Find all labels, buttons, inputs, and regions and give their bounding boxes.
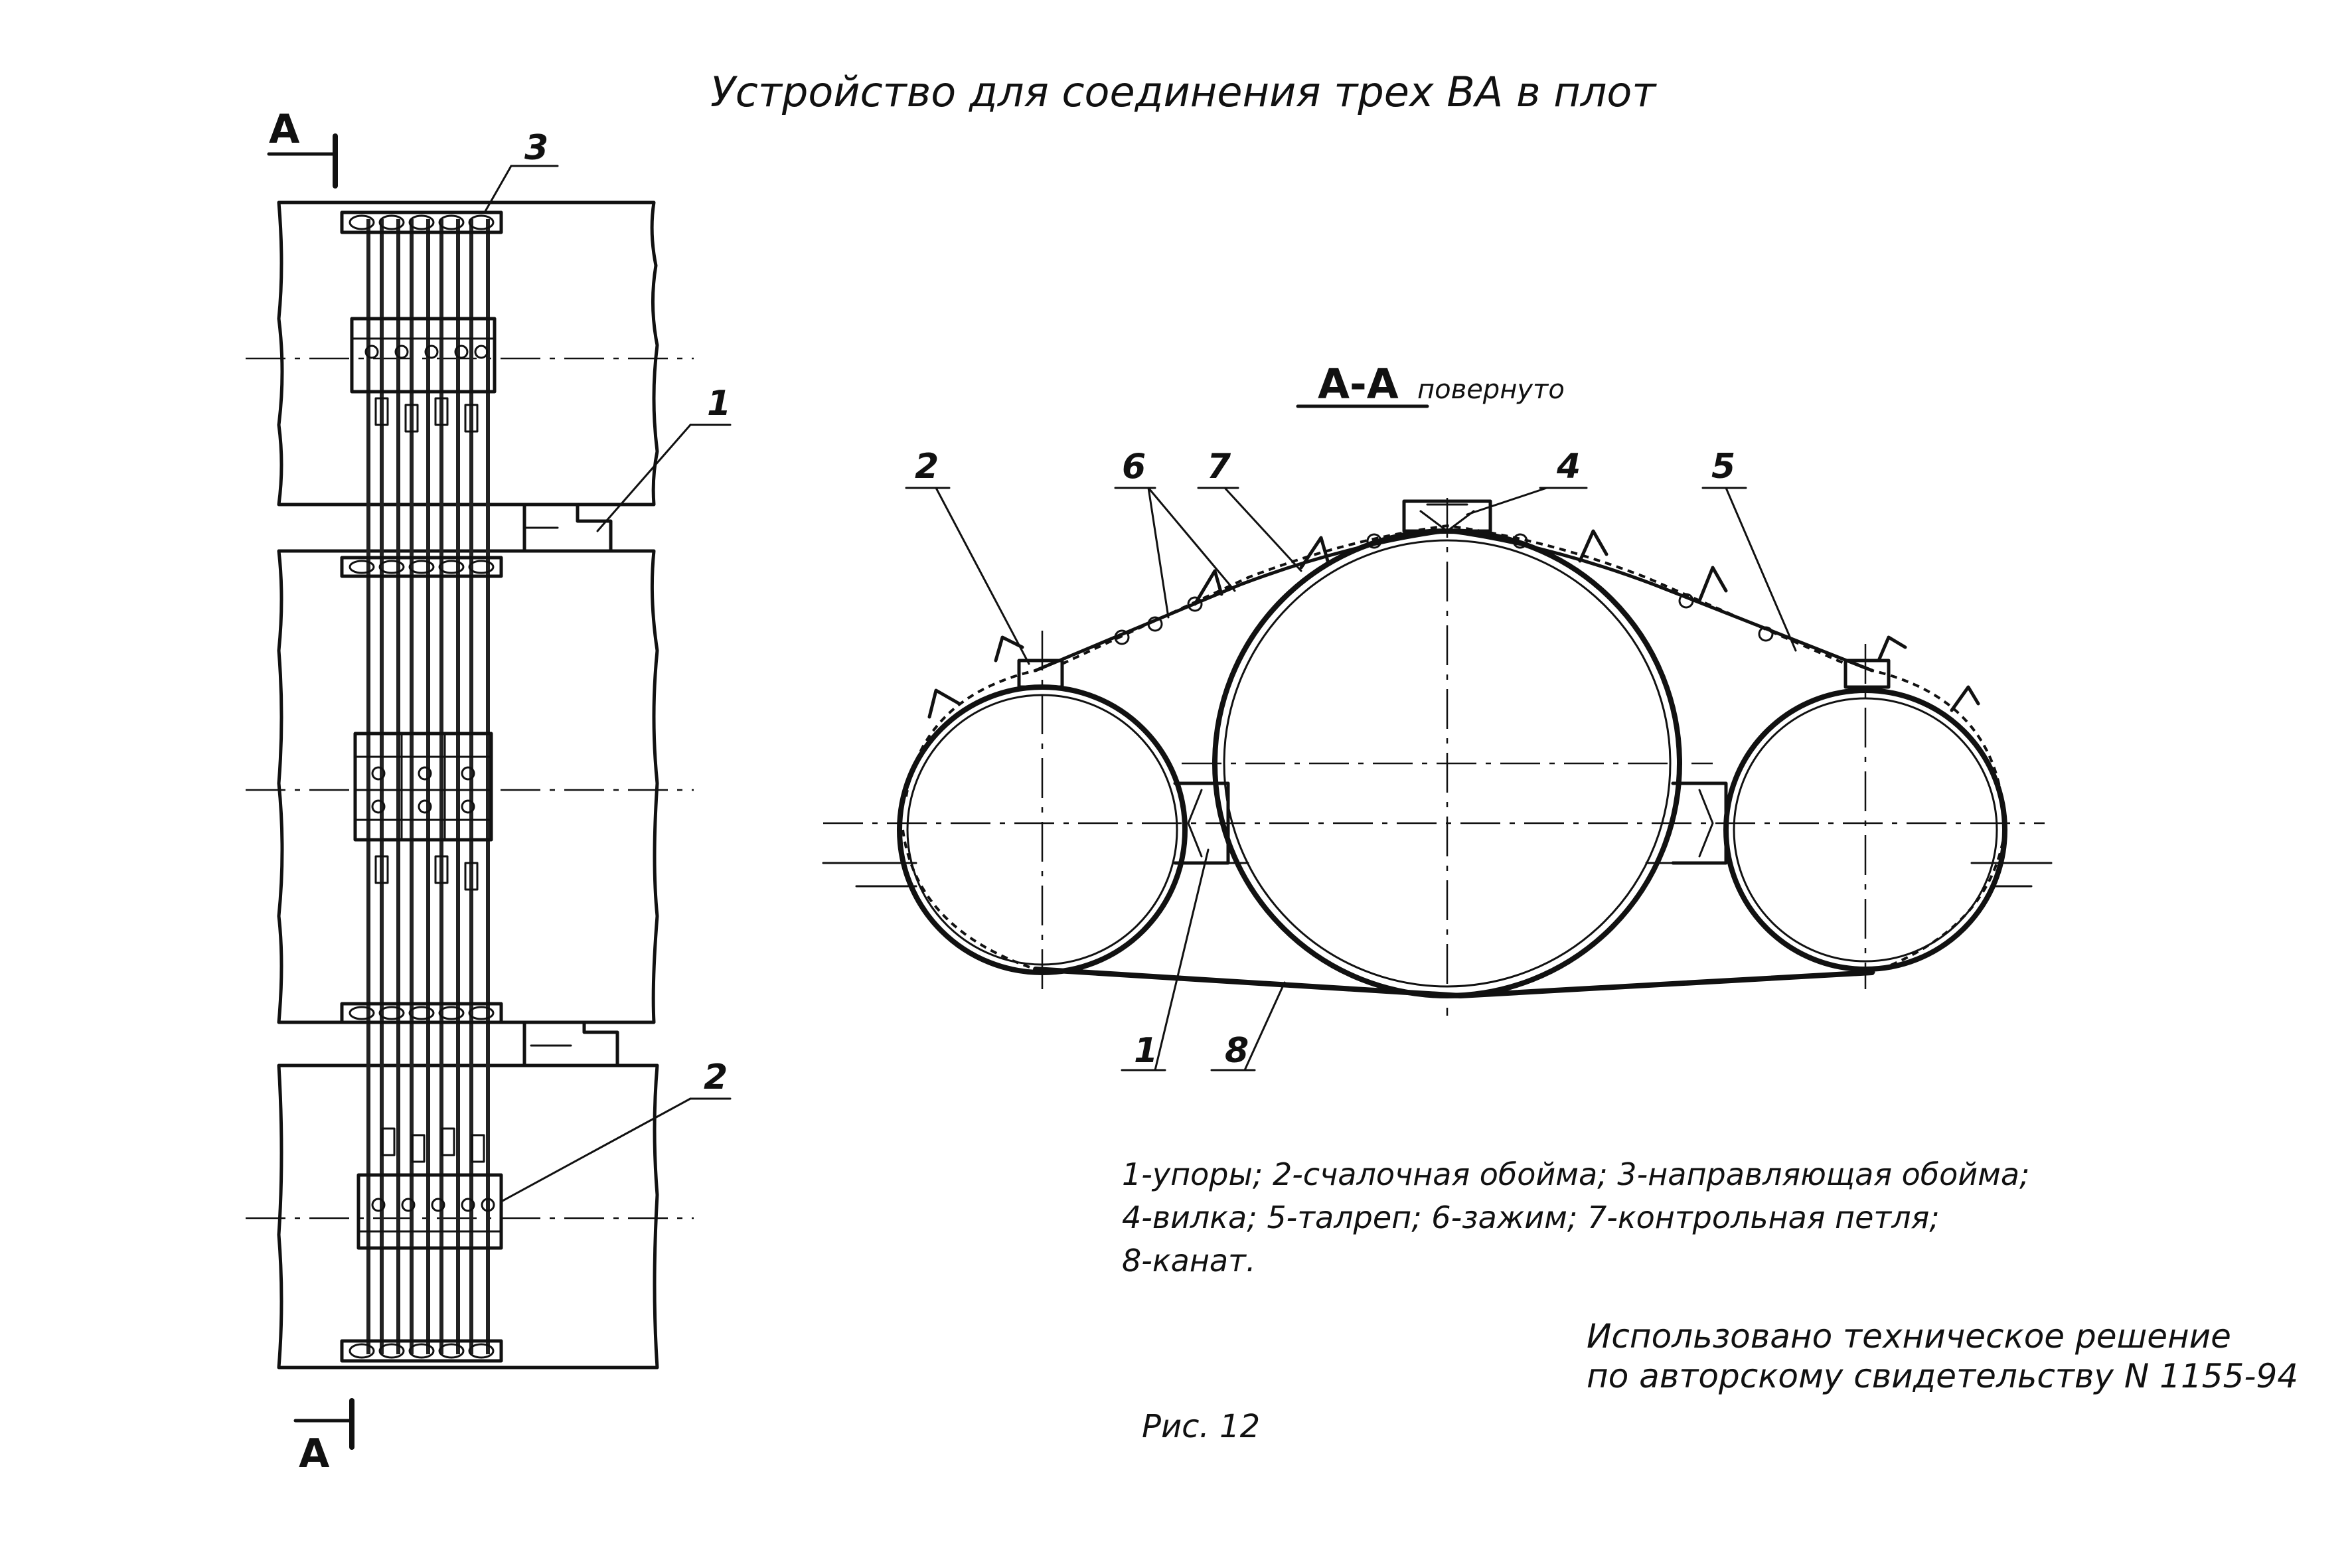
- plan-guide-clamp-mid-bottom: [340, 1002, 503, 1024]
- plan-mooring-clamp-top: [350, 317, 497, 394]
- plan-cables: [366, 219, 490, 1354]
- sec-callout-1: 1: [1121, 848, 1210, 1071]
- stop-left: [1173, 781, 1230, 865]
- section-mark-top: А: [267, 106, 338, 189]
- sec-callout-5: 5: [1701, 447, 1797, 652]
- mooring-clamp-right: [1843, 659, 1891, 689]
- mooring-clamp-left: [1017, 659, 1064, 689]
- cable-clamps: [1114, 533, 1774, 645]
- control-loops: [927, 529, 1980, 719]
- section-title: А-А: [1318, 360, 1399, 408]
- sec-callout-5-label: 5: [1711, 447, 1735, 487]
- sec-callout-7: 7: [1197, 447, 1302, 572]
- section-view: А-А повернуто: [822, 360, 2053, 1071]
- section-mark-top-label: А: [269, 106, 300, 153]
- plan-mooring-clamp-bottom: [356, 1173, 503, 1250]
- plan-stop-lower: [522, 1020, 619, 1067]
- sec-callout-8: 8: [1210, 981, 1286, 1071]
- figure-caption: Рис. 12: [1142, 1408, 1260, 1445]
- drawing-title: Устройство для соединения трех ВА в плот: [710, 68, 1657, 116]
- sec-callout-6-label: 6: [1122, 447, 1146, 487]
- plan-callout-3: 3: [483, 128, 559, 214]
- plan-guide-clamp-mid-top: [340, 556, 503, 578]
- waterline: [822, 822, 2053, 888]
- legend: 1-упоры; 2-счалочная обойма; 3-направляю…: [1122, 1156, 2030, 1279]
- sec-callout-1-label: 1: [1134, 1031, 1158, 1071]
- sec-callout-2-label: 2: [915, 447, 939, 487]
- legend-line-3: 8-канат.: [1122, 1243, 1256, 1279]
- sec-callout-8-label: 8: [1225, 1031, 1249, 1071]
- cable-wrap: [902, 524, 2006, 998]
- source-note-line-1: Использовано техническое решение: [1587, 1317, 2231, 1356]
- source-note: Использовано техническое решение по авто…: [1587, 1317, 2298, 1395]
- fork: [1402, 499, 1492, 533]
- plan-turnbuckles: [374, 397, 485, 1163]
- sec-callout-7-label: 7: [1207, 447, 1231, 487]
- plan-callout-2-label: 2: [704, 1058, 728, 1097]
- legend-line-1: 1-упоры; 2-счалочная обойма; 3-направляю…: [1122, 1156, 2030, 1192]
- source-note-line-2: по авторскому свидетельству N 1155-94: [1587, 1357, 2298, 1395]
- section-mark-bottom: А: [293, 1398, 354, 1477]
- plan-callout-2: 2: [500, 1058, 732, 1203]
- sec-callout-4-label: 4: [1556, 447, 1581, 487]
- stop-right: [1671, 781, 1728, 865]
- plan-callout-1: 1: [596, 384, 732, 532]
- plan-guide-clamp-bottom: [340, 1339, 503, 1363]
- plan-callout-3-label: 3: [524, 128, 548, 168]
- plan-callout-1-label: 1: [707, 384, 731, 424]
- plan-guide-clamp-top: [340, 210, 503, 234]
- section-note: повернуто: [1417, 374, 1565, 405]
- section-mark-bottom-label: А: [299, 1431, 330, 1477]
- plan-stop-upper: [522, 503, 613, 553]
- legend-line-2: 4-вилка; 5-талреп; 6-зажим; 7-контрольна…: [1122, 1200, 1940, 1235]
- sec-callout-2: 2: [905, 447, 1030, 665]
- sec-callout-6: 6: [1114, 447, 1236, 619]
- sec-callout-4: 4: [1466, 447, 1588, 516]
- plan-view: 3 1 2: [246, 128, 732, 1370]
- plan-mooring-clamp-middle: [353, 732, 493, 842]
- float-left: [897, 631, 1188, 989]
